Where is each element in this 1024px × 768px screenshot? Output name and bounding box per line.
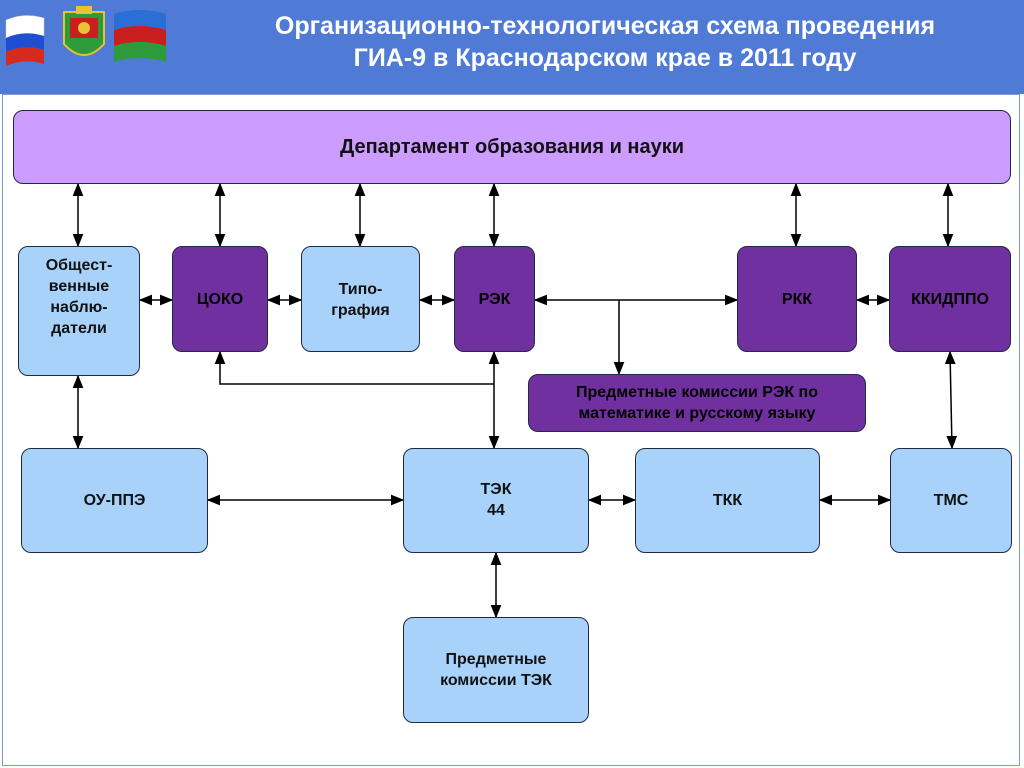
link-kkidppo-tms xyxy=(944,350,958,450)
coko-box: ЦОКО xyxy=(172,246,268,352)
printing-box: Типо- графия xyxy=(301,246,420,352)
kkidppo-box: ККИДППО xyxy=(889,246,1011,352)
observers-box: Общест- венные наблю- датели xyxy=(18,246,140,376)
rek-commissions-box: Предметные комиссии РЭК по математике и … xyxy=(528,374,866,432)
title-line-1: Организационно-технологическая схема про… xyxy=(274,12,936,40)
tek-commissions-box: Предметные комиссии ТЭК xyxy=(403,617,589,723)
ou-ppe-box: ОУ-ППЭ xyxy=(21,448,208,553)
link-coko-loop xyxy=(214,350,494,385)
tek-box: ТЭК 44 xyxy=(403,448,589,553)
department-box: Департамент образования и науки xyxy=(13,110,1011,184)
title-line-2: ГИА-9 в Краснодарском крае в 2011 году xyxy=(353,44,857,72)
diagram-frame xyxy=(2,94,1020,766)
tkk-box: ТКК xyxy=(635,448,820,553)
page-title: Организационно-технологическая схема про… xyxy=(190,10,1020,74)
rek-box: РЭК xyxy=(454,246,535,352)
tms-box: ТМС xyxy=(890,448,1012,553)
header-bar: Организационно-технологическая схема про… xyxy=(0,0,1024,94)
rkk-box: РКК xyxy=(737,246,857,352)
krasnodar-flags-emblem-icon xyxy=(5,6,166,66)
